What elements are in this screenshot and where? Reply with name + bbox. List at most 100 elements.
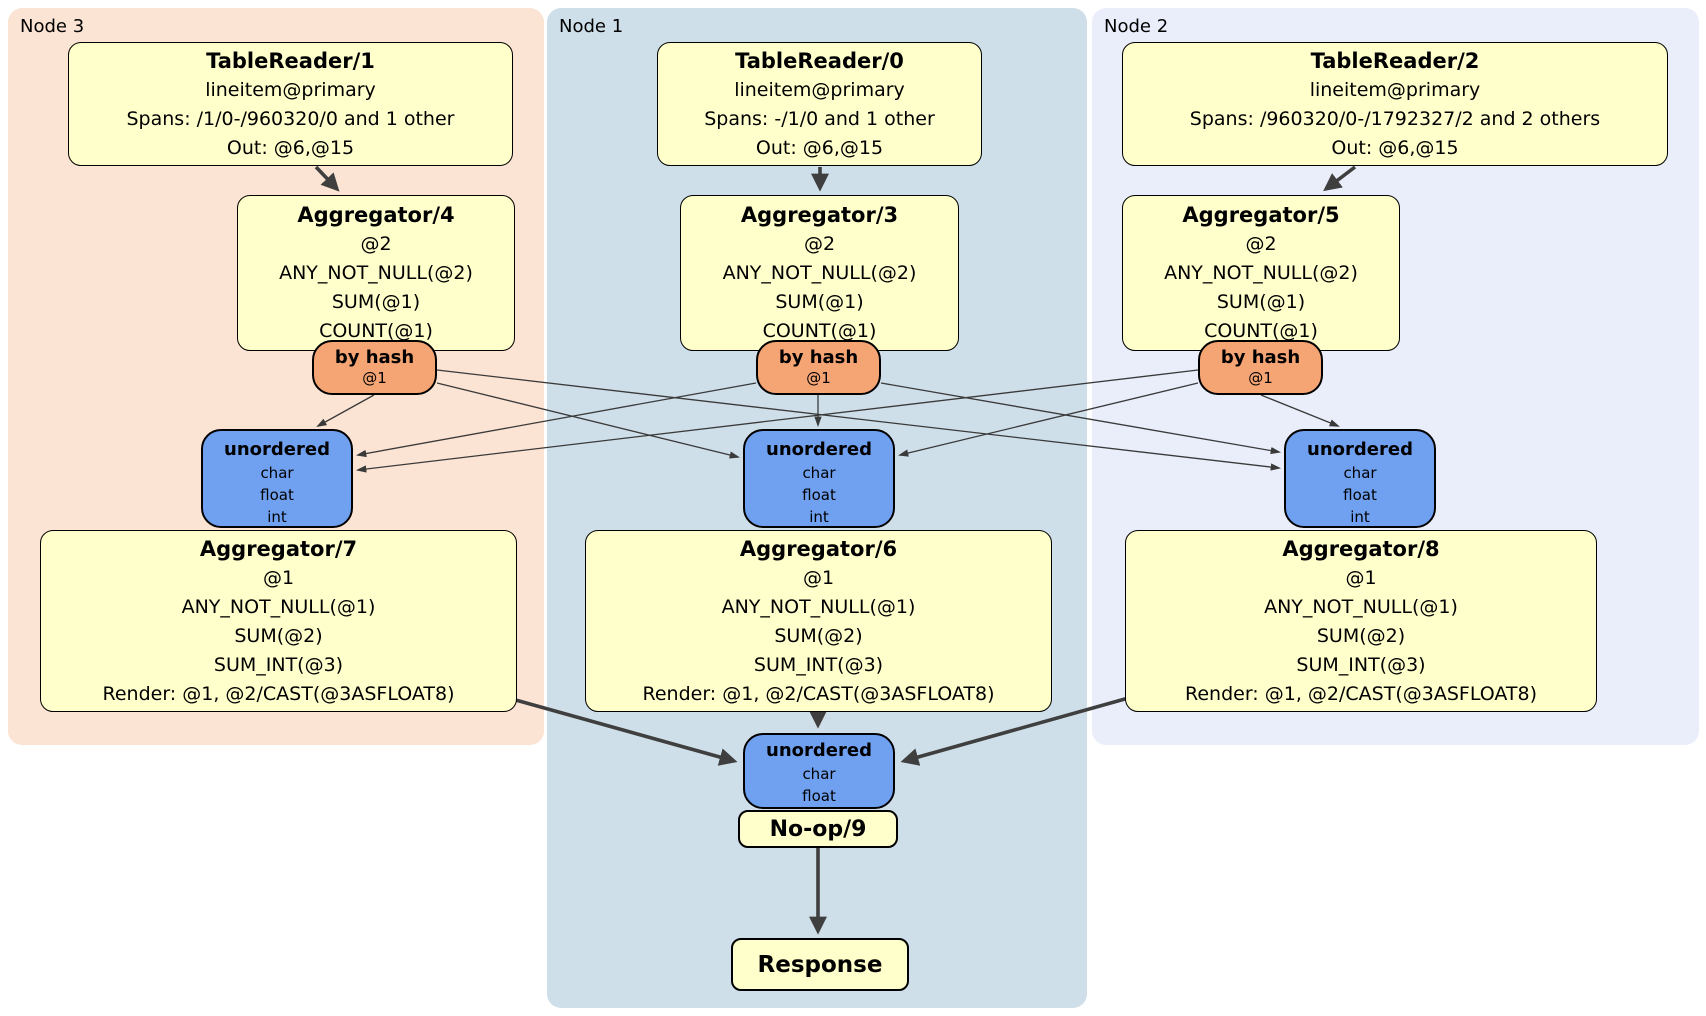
processor-aggregator-8: Aggregator/8 @1 ANY_NOT_NULL(@1) SUM(@2)… — [1125, 530, 1597, 712]
sync-column: float — [802, 486, 836, 504]
processor-title: TableReader/2 — [1310, 49, 1480, 73]
processor-detail: ANY_NOT_NULL(@1) — [1264, 596, 1458, 618]
processor-title: Aggregator/4 — [297, 203, 455, 227]
processor-title: Aggregator/6 — [739, 537, 898, 561]
node3-label: Node 3 — [20, 16, 85, 37]
sync-column: char — [260, 464, 294, 482]
sync-title: unordered — [766, 740, 872, 761]
processor-aggregator-6: Aggregator/6 @1 ANY_NOT_NULL(@1) SUM(@2)… — [585, 530, 1052, 712]
processor-detail: COUNT(@1) — [1204, 320, 1318, 342]
router-by-hash-node2: by hash @1 — [1198, 340, 1323, 395]
processor-detail: @2 — [803, 233, 836, 255]
processor-detail: @2 — [360, 233, 392, 255]
processor-title: No-op/9 — [769, 816, 867, 842]
processor-detail: Out: @6,@15 — [1331, 137, 1459, 159]
sync-unordered-node3: unordered char float int — [201, 429, 353, 528]
processor-response: Response — [731, 938, 909, 991]
processor-detail: Out: @6,@15 — [226, 137, 355, 159]
processor-tablereader-2: TableReader/2 lineitem@primary Spans: /9… — [1122, 42, 1668, 166]
sync-column: float — [802, 787, 836, 805]
processor-detail: SUM(@1) — [331, 291, 421, 313]
processor-detail: SUM(@2) — [1316, 625, 1406, 647]
processor-detail: Render: @1, @2/CAST(@3ASFLOAT8) — [1185, 683, 1537, 705]
edge-hash2-u2 — [1260, 394, 1340, 427]
sync-unordered-final: unordered char float — [743, 733, 895, 809]
processor-detail: ANY_NOT_NULL(@2) — [722, 262, 917, 284]
sync-column: int — [809, 508, 829, 526]
processor-title: TableReader/0 — [735, 49, 904, 73]
processor-title: Response — [757, 951, 883, 978]
processor-detail: SUM(@1) — [1216, 291, 1306, 313]
edge-hash2-u1 — [897, 382, 1199, 457]
router-by-hash-node1: by hash @1 — [756, 340, 881, 395]
sync-unordered-node1: unordered char float int — [743, 429, 895, 528]
edge-hash1-u3 — [355, 382, 757, 458]
processor-detail: lineitem@primary — [205, 79, 376, 101]
processor-title: Aggregator/7 — [199, 537, 358, 561]
edge-hash3-u1 — [436, 382, 741, 459]
processor-detail: SUM_INT(@3) — [213, 654, 344, 676]
processor-detail: Out: @6,@15 — [755, 137, 884, 159]
router-key: @1 — [362, 369, 387, 387]
sync-title: unordered — [766, 439, 872, 460]
processor-detail: ANY_NOT_NULL(@2) — [1164, 262, 1358, 284]
sync-title: unordered — [1307, 439, 1413, 460]
processor-detail: SUM_INT(@3) — [1296, 654, 1426, 676]
edge-hash1-u2 — [880, 382, 1282, 455]
processor-title: Aggregator/5 — [1182, 203, 1340, 227]
processor-detail: @1 — [802, 567, 835, 589]
router-title: by hash — [778, 347, 859, 368]
router-by-hash-node3: by hash @1 — [312, 340, 437, 395]
sync-column: float — [1343, 486, 1377, 504]
processor-tablereader-1: TableReader/1 lineitem@primary Spans: /1… — [68, 42, 513, 166]
node2-label: Node 2 — [1104, 16, 1169, 37]
processor-aggregator-3: Aggregator/3 @2 ANY_NOT_NULL(@2) SUM(@1)… — [680, 195, 959, 351]
edge-agg7-final — [504, 695, 738, 766]
processor-aggregator-7: Aggregator/7 @1 ANY_NOT_NULL(@1) SUM(@2)… — [40, 530, 517, 712]
processor-detail: Spans: -/1/0 and 1 other — [704, 108, 935, 130]
edge-hash3-u3 — [316, 394, 375, 428]
processor-detail: lineitem@primary — [1309, 79, 1481, 101]
sync-column: float — [260, 486, 294, 504]
node1-label: Node 1 — [559, 16, 624, 37]
edge-tr2-agg5 — [1323, 165, 1357, 192]
processor-detail: @2 — [1245, 233, 1277, 255]
processor-title: TableReader/1 — [206, 49, 375, 73]
sync-column: int — [267, 508, 287, 526]
sync-unordered-node2: unordered char float int — [1284, 429, 1436, 528]
sync-column: char — [802, 765, 836, 783]
processor-detail: Spans: /960320/0-/1792327/2 and 2 others — [1189, 108, 1601, 130]
processor-noop-9: No-op/9 — [738, 810, 898, 848]
processor-detail: @1 — [1345, 567, 1377, 589]
processor-detail: ANY_NOT_NULL(@1) — [181, 596, 376, 618]
router-key: @1 — [1248, 369, 1273, 387]
processor-detail: SUM_INT(@3) — [753, 654, 884, 676]
processor-detail: Spans: /1/0-/960320/0 and 1 other — [126, 108, 455, 130]
processor-detail: SUM(@2) — [774, 625, 863, 647]
edge-agg8-final — [900, 695, 1133, 766]
sync-column: char — [1343, 464, 1377, 482]
processor-detail: SUM(@2) — [234, 625, 323, 647]
sync-column: int — [1350, 508, 1370, 526]
processor-title: Aggregator/8 — [1282, 537, 1440, 561]
processor-detail: ANY_NOT_NULL(@1) — [721, 596, 916, 618]
sync-column: char — [802, 464, 836, 482]
processor-detail: SUM(@1) — [775, 291, 864, 313]
processor-title: Aggregator/3 — [740, 203, 899, 227]
processor-detail: Render: @1, @2/CAST(@3ASFLOAT8) — [642, 683, 995, 705]
processor-detail: ANY_NOT_NULL(@2) — [279, 262, 473, 284]
processor-aggregator-4: Aggregator/4 @2 ANY_NOT_NULL(@2) SUM(@1)… — [237, 195, 515, 351]
processor-detail: lineitem@primary — [734, 79, 905, 101]
edge-hash2-u3 — [355, 369, 1199, 473]
processor-aggregator-5: Aggregator/5 @2 ANY_NOT_NULL(@2) SUM(@1)… — [1122, 195, 1400, 351]
processor-detail: COUNT(@1) — [319, 320, 433, 342]
router-key: @1 — [806, 369, 831, 387]
router-title: by hash — [1220, 347, 1301, 368]
edge-tr1-agg4 — [314, 165, 340, 192]
processor-tablereader-0: TableReader/0 lineitem@primary Spans: -/… — [657, 42, 982, 166]
edge-hash3-u2 — [436, 369, 1282, 471]
processor-detail: @1 — [262, 567, 295, 589]
processor-detail: COUNT(@1) — [762, 320, 877, 342]
